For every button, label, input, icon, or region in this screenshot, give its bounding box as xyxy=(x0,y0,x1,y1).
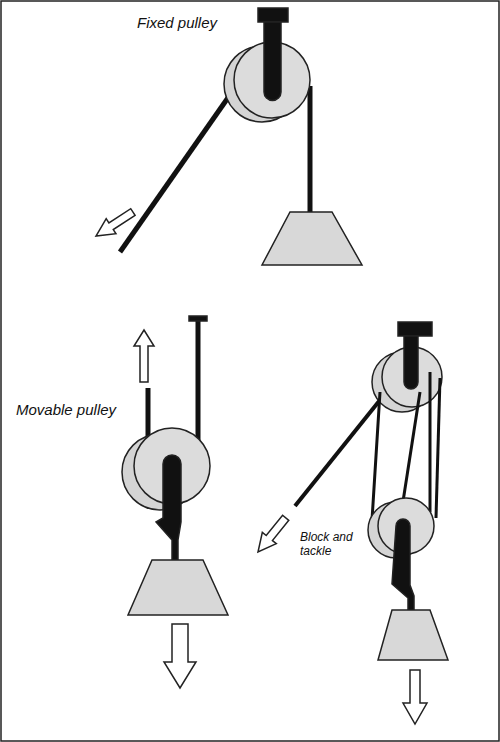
part-label: Block and tackle xyxy=(300,530,370,559)
block-and-tackle xyxy=(251,322,448,724)
movable-pulley xyxy=(122,316,228,688)
fixed-pulley xyxy=(91,8,362,265)
part-label: Fixed pulley xyxy=(137,14,217,32)
part-label: Movable pulley xyxy=(16,401,116,419)
